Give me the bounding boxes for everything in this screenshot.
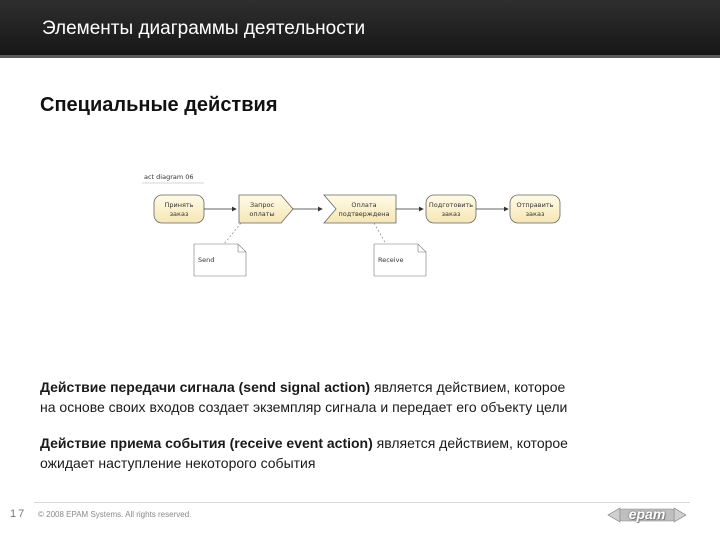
svg-text:Оплата: Оплата [351,201,376,209]
svg-text:Receive: Receive [378,256,403,264]
term-receive-event: Действие приема события (receive event a… [40,435,373,451]
svg-text:подтверждена: подтверждена [338,210,389,218]
svg-text:Подготовить: Подготовить [429,201,473,209]
note-connector [223,222,242,245]
slide-header: Элементы диаграммы деятельности [0,0,720,58]
note-connector [373,222,387,245]
term-send-signal: Действие передачи сигнала (send signal a… [40,379,371,395]
note-receive: Receive [373,243,427,277]
note-send: Send [193,243,247,277]
logo-text: epam [628,506,666,522]
activity-diagram-svg: act diagram 06 Принять заказ Запрос опла… [142,173,561,277]
send-signal-action: Запрос оплаты [238,194,294,224]
footer-divider [34,502,690,503]
paragraph-send-signal: Действие передачи сигнала (send signal a… [40,377,690,417]
section-title: Специальные действия [40,94,278,116]
svg-text:Send: Send [198,256,214,264]
paragraph-text: является действием, которое [370,379,566,395]
paragraph-receive-event: Действие приема события (receive event a… [40,433,690,473]
paragraph-text: является действием, которое [372,435,568,451]
action-send-order: Отправить заказ [509,194,561,224]
svg-text:заказ: заказ [170,210,189,218]
paragraph-text: ожидает наступление некоторого события [40,455,316,471]
activity-diagram: act diagram 06 Принять заказ Запрос опла… [138,168,568,283]
diagram-frame-label: act diagram 06 [144,173,194,181]
paragraph-text: на основе своих входов создает экземпляр… [40,399,568,415]
svg-text:Принять: Принять [164,201,193,209]
action-prepare-order: Подготовить заказ [425,194,477,224]
svg-text:Отправить: Отправить [517,201,554,209]
epam-logo-icon [607,507,687,523]
svg-text:заказ: заказ [442,210,461,218]
page-number: 17 [10,508,27,520]
action-receive-order: Принять заказ [153,194,205,224]
svg-text:Запрос: Запрос [250,201,275,209]
header-accent-line [0,55,720,58]
header-title: Элементы диаграммы деятельности [42,18,366,39]
svg-text:оплаты: оплаты [249,210,274,218]
copyright-text: © 2008 EPAM Systems. All rights reserved… [38,510,192,519]
svg-text:заказ: заказ [526,210,545,218]
receive-event-action: Оплата подтверждена [323,194,397,224]
